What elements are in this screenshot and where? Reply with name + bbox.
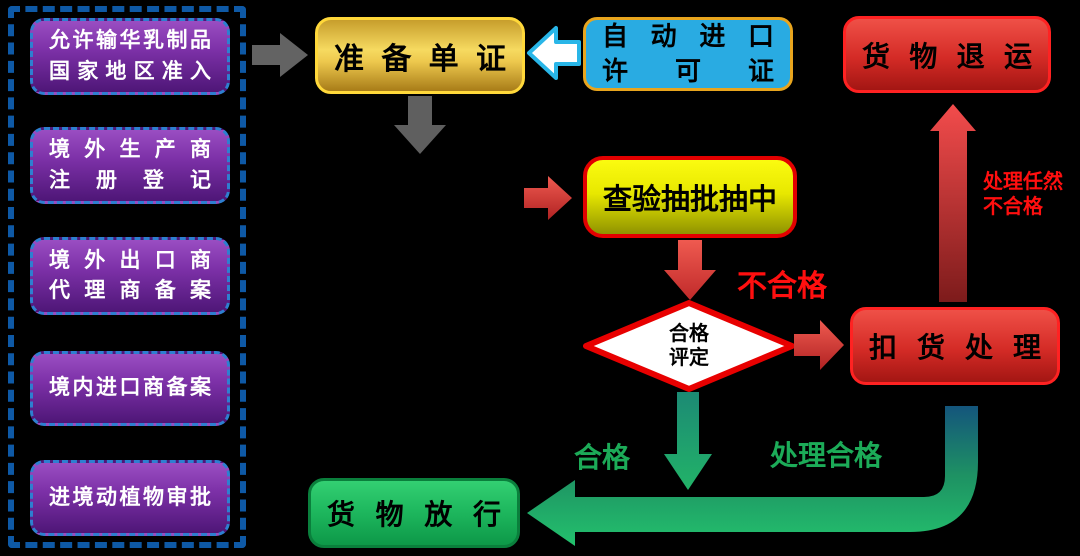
node-label: 货物退运: [862, 40, 1032, 72]
label-handled-qualified: 处理合格: [770, 440, 883, 471]
sidebar-item-label: 境外出口商: [49, 248, 211, 272]
node-label: 合格: [669, 323, 709, 345]
sidebar-item-label: 代理商备案: [49, 279, 211, 302]
label-handled-still-unqualified: 处理任然 不合格: [983, 170, 1063, 220]
node-goods-return: 货物退运: [843, 16, 1051, 93]
arrow-assessment-qualified-down: [664, 392, 712, 490]
label-line: 处理任然: [983, 171, 1063, 193]
sidebar-item-producer-registration: 境外生产商 注册登记: [30, 127, 230, 204]
node-label: 扣货处理: [869, 332, 1041, 363]
sidebar-item-label: 注册登记: [49, 168, 211, 192]
node-conformity-assessment: 合格 评定: [583, 300, 795, 392]
arrow-into-inspection: [524, 176, 572, 220]
node-auto-import-license: 自动进口 许可证: [583, 17, 793, 91]
node-label: 查验抽批抽中: [603, 184, 778, 216]
node-label: 自动进口: [602, 20, 774, 51]
arrow-assessment-to-detained: [794, 320, 844, 370]
node-prepare-documents: 准备单证: [315, 17, 525, 94]
sidebar-item-label: 国家地区准入: [49, 59, 211, 83]
sidebar-item-label: 允许输华乳制品: [49, 29, 211, 53]
sidebar-item-label: 境内进口商备案: [49, 376, 211, 400]
prerequisites-panel: [8, 6, 246, 548]
node-goods-release: 货物放行: [308, 478, 520, 548]
sidebar-item-importer-filing: 境内进口商备案: [30, 351, 230, 426]
sidebar-item-animal-plant-approval: 进境动植物审批: [30, 460, 230, 536]
sidebar-item-market-access: 允许输华乳制品 国家地区准入: [30, 18, 230, 95]
node-label: 货物放行: [327, 499, 501, 530]
sidebar-item-label: 进境动植物审批: [49, 485, 211, 509]
arrow-detained-to-release: [527, 406, 978, 546]
label-unqualified: 不合格: [737, 270, 827, 303]
assessment-diamond: [583, 300, 795, 392]
node-inspection-sampling: 查验抽批抽中: [583, 156, 797, 238]
node-detained-goods-handling: 扣货处理: [850, 307, 1060, 385]
arrow-prepare-down: [394, 96, 446, 154]
arrow-detained-to-return: [930, 104, 976, 302]
node-label: 许可证: [602, 56, 774, 86]
node-label: 准备单证: [334, 42, 506, 76]
arrow-sidebar-to-prepare: [252, 33, 308, 77]
node-label: 评定: [669, 347, 709, 369]
label-line: 不合格: [983, 196, 1043, 218]
sidebar-item-exporter-agent-filing: 境外出口商 代理商备案: [30, 237, 230, 315]
arrow-inspection-to-assessment: [664, 240, 716, 300]
sidebar-item-label: 境外生产商: [49, 138, 211, 162]
label-qualified: 合格: [574, 442, 631, 473]
arrow-license-to-prepare: [527, 26, 581, 80]
